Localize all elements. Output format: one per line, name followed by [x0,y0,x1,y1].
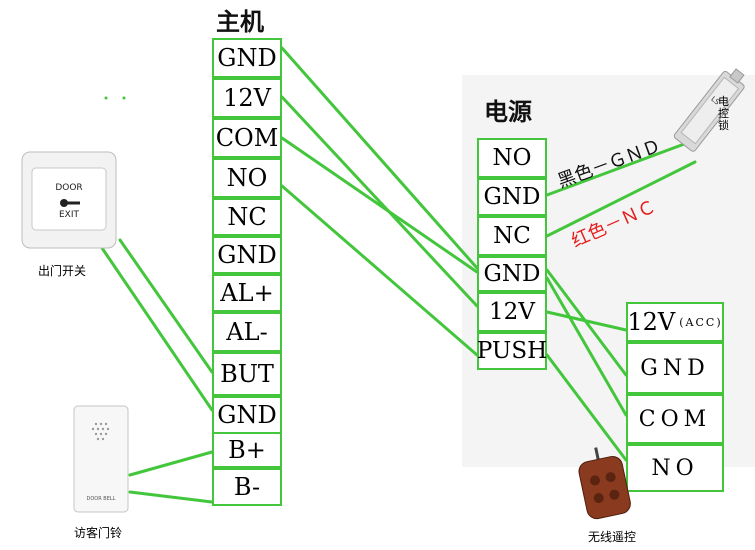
power-terminal-no: NO [477,138,547,178]
power-terminal-12v: 12V [477,292,547,332]
remote-fob-icon [578,447,631,520]
host-terminal-but: BUT [212,352,282,396]
electric-lock-icon: LS [673,68,745,152]
power-title: 电源 [484,98,532,126]
doorbell-caption: 访客门铃 [74,526,123,540]
wire-exit-switch-to-but [118,238,214,374]
doorbell-brand-text: DOOR BELL [87,496,116,502]
wire-power-12v-to-remote-12v [545,310,628,332]
wire-host-12v-to-power-12v [280,95,479,308]
host-terminal-gnd: GND [212,38,282,78]
host-terminal-al-plus: AL+ [212,274,282,312]
remote-terminal-no: NO [626,444,724,492]
power-terminal-push: PUSH [477,332,547,370]
wireless-remote-caption: 无线遥控 [588,530,637,544]
wire-power-gnd-to-remote-com [545,276,628,417]
remote-12v-label: 12V [627,308,676,336]
wire-host-com-to-power-gnd [280,136,479,274]
host-terminal-no: NO [212,158,282,198]
wire-exit-switch-to-gnd [100,246,214,412]
power-terminal-gnd: GND [477,178,547,216]
lock-caption: 电控锁 [718,95,729,132]
host-terminal-nc: NC [212,198,282,236]
host-terminal-b-minus: B- [212,468,282,506]
wire-host-no-to-power-push [280,184,479,357]
remote-fob-device [572,446,642,522]
power-terminal-gnd-2: GND [477,256,547,292]
remote-terminal-12v: 12V(ACC) [626,302,724,342]
exit-button-text-door: DOOR [55,183,82,193]
wire-power-nc-to-lock [545,160,697,238]
wire-doorbell-to-b-plus [128,450,214,477]
remote-terminal-com: COM [626,394,724,444]
lock-marking: LS [709,95,721,107]
stray-dot [122,96,126,100]
stray-dot [104,96,108,100]
wire-host-gnd-to-power-gnd [280,46,479,270]
exit-switch-caption: 出门开关 [38,264,87,278]
remote-acc-note: (ACC) [679,315,723,329]
remote-terminal-gnd: GND [626,342,724,394]
host-terminal-b-plus: B+ [212,432,282,468]
doorbell-icon: DOOR BELL [73,405,129,513]
exit-button-text-exit: EXIT [59,210,80,220]
host-terminal-com: COM [212,118,282,158]
host-title: 主机 [216,8,264,36]
host-terminal-gnd-3: GND [212,396,282,434]
host-terminal-12v: 12V [212,78,282,118]
wire-doorbell-to-b-minus [128,490,214,504]
host-terminal-al-minus: AL- [212,312,282,352]
doorbell-device: DOOR BELL [72,404,132,516]
power-terminal-nc: NC [477,216,547,256]
wire-power-push-to-remote-no [545,353,628,462]
host-terminal-gnd-2: GND [212,236,282,274]
exit-button-device: DOOR EXIT [20,150,120,250]
exit-button-icon: DOOR EXIT [21,151,117,249]
wire-power-gnd-to-lock [545,138,697,197]
electric-lock: LS [670,62,750,162]
